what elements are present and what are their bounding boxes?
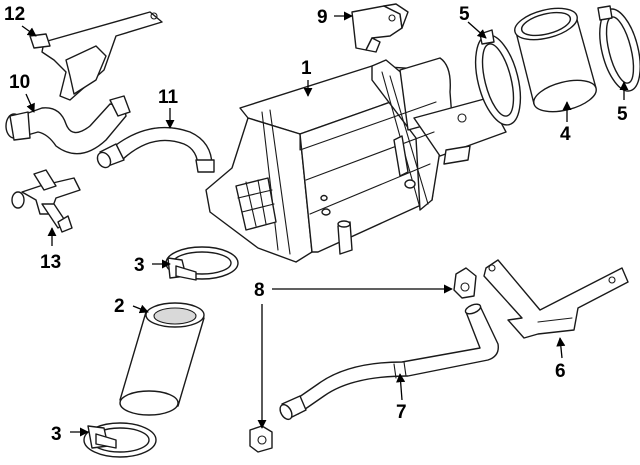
sensor-part (351, 3, 409, 53)
ring-left-part (474, 29, 522, 126)
callout-13: 13 (40, 252, 61, 273)
callout-5-right: 5 (617, 104, 628, 125)
curved-hose-part (96, 126, 215, 173)
pipe-part (279, 303, 499, 421)
callout-7: 7 (396, 402, 407, 423)
callout-10: 10 (9, 72, 30, 93)
filter-part (514, 7, 597, 113)
fitting-upper-part (453, 267, 477, 299)
callout-9: 9 (317, 7, 328, 28)
callout-12: 12 (4, 4, 25, 25)
callout-4: 4 (560, 124, 571, 145)
clamp-lower-part (83, 422, 157, 458)
heat-shield-part (29, 11, 163, 101)
callouts: 1 2 3 3 4 5 5 6 7 8 9 10 11 12 13 (4, 4, 628, 445)
fitting-lower-part (249, 425, 273, 453)
hose-fitting-part (5, 95, 131, 155)
callout-11: 11 (158, 87, 179, 108)
callout-8: 8 (254, 280, 265, 301)
canister-part (205, 57, 507, 263)
clamp-upper-part (165, 246, 239, 281)
hose-part (119, 302, 205, 416)
tee-connector-part (11, 169, 81, 233)
callout-2: 2 (114, 296, 125, 317)
callout-6: 6 (555, 361, 566, 382)
bracket-part (483, 259, 629, 339)
callout-3-upper: 3 (134, 255, 145, 276)
callout-5-left: 5 (459, 4, 470, 25)
callout-3-lower: 3 (51, 424, 62, 445)
leader-lines (21, 11, 629, 437)
callout-1: 1 (301, 58, 312, 79)
ring-right-part (597, 5, 640, 92)
